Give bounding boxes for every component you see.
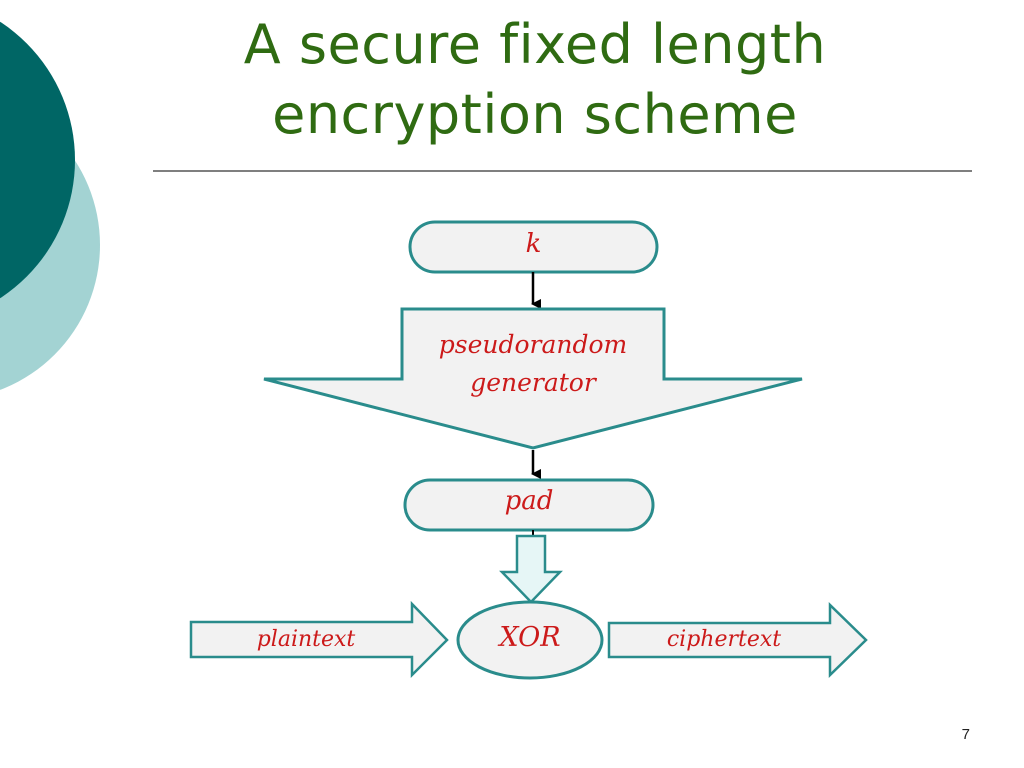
- generator-label-line-2: generator: [470, 368, 596, 397]
- ciphertext-label: ciphertext: [666, 627, 782, 652]
- ciphertext-arrow: [607, 602, 868, 678]
- generator-label-line-1: pseudorandom: [438, 330, 628, 359]
- xor-label: XOR: [499, 622, 561, 653]
- pad-box: [403, 478, 655, 532]
- slide-title: A secure fixed length encryption scheme: [150, 10, 920, 150]
- generator-shape: [263, 307, 803, 450]
- xor-node: [456, 600, 604, 680]
- key-label: k: [525, 229, 542, 259]
- decor-circle-dark: [0, 21, 75, 299]
- plaintext-arrow: [189, 600, 449, 679]
- plaintext-label: plaintext: [256, 627, 356, 652]
- pad-to-xor-arrow: [499, 534, 563, 604]
- pad-label: pad: [504, 486, 554, 516]
- title-line-1: A secure fixed length: [243, 13, 827, 76]
- title-line-2: encryption scheme: [272, 83, 798, 146]
- page-number: 7: [961, 726, 970, 743]
